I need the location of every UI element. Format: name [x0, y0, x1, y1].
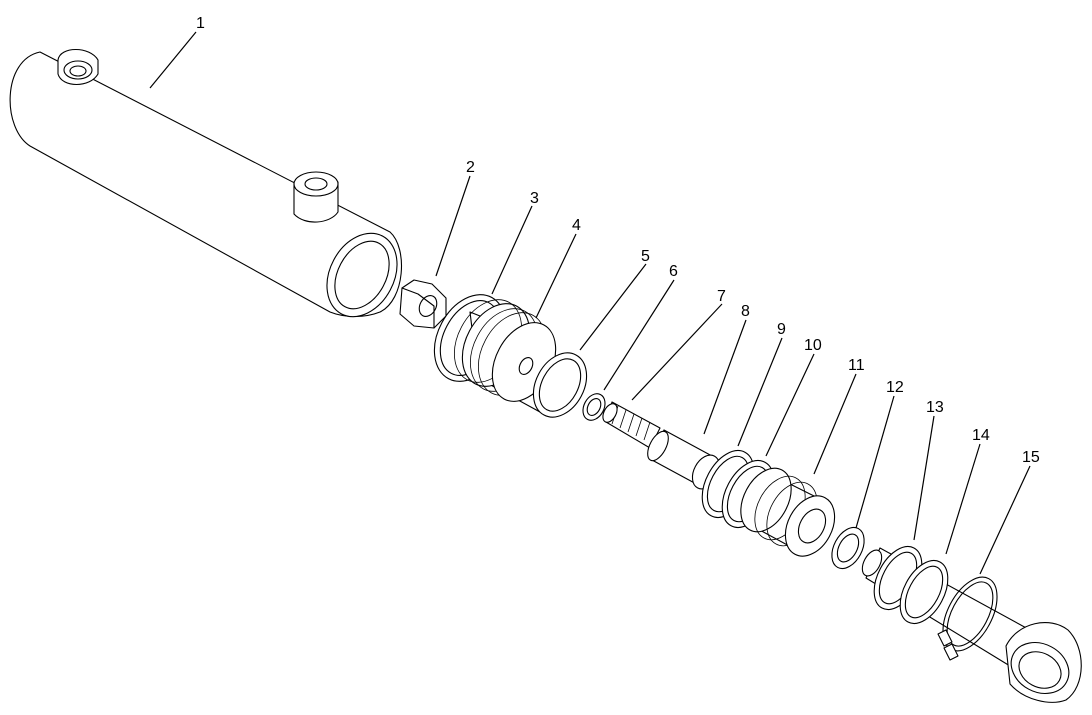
part-5-ring — [532, 352, 588, 418]
leader-6 — [603, 279, 675, 391]
callout-9: 9 — [777, 321, 786, 338]
leader-13 — [913, 415, 935, 541]
leader-8 — [703, 319, 747, 435]
callout-6: 6 — [669, 263, 678, 280]
callout-8: 8 — [741, 303, 750, 320]
part-15-snap-ring — [937, 576, 998, 661]
part-12-wiper — [831, 526, 865, 570]
leader-1 — [149, 31, 197, 89]
leader-9 — [737, 337, 783, 447]
callout-10: 10 — [804, 337, 822, 354]
leader-5 — [579, 263, 647, 351]
leader-3 — [491, 205, 533, 295]
part-14-ring — [899, 559, 949, 625]
part-6-o-ring — [582, 393, 606, 421]
callout-11: 11 — [848, 357, 865, 374]
callout-3: 3 — [530, 190, 539, 207]
leader-7 — [631, 303, 723, 401]
leader-4 — [535, 233, 577, 319]
leader-15 — [979, 465, 1031, 575]
callout-labels: 1 2 3 4 5 6 7 8 9 10 11 12 13 14 15 — [196, 15, 1040, 466]
leader-10 — [765, 353, 815, 457]
part-1-cylinder-barrel — [9, 48, 402, 318]
leader-12 — [855, 395, 895, 529]
rod-eye — [1005, 622, 1082, 703]
callout-15: 15 — [1022, 449, 1040, 466]
leader-lines — [149, 31, 1031, 575]
leader-2 — [435, 175, 471, 277]
callout-12: 12 — [886, 379, 904, 396]
callout-13: 13 — [926, 399, 944, 416]
callout-5: 5 — [641, 248, 650, 265]
callout-7: 7 — [717, 288, 726, 305]
part-11-gland — [740, 467, 836, 557]
leader-14 — [945, 443, 981, 555]
callout-2: 2 — [466, 159, 475, 176]
callout-1: 1 — [196, 15, 205, 32]
callout-14: 14 — [972, 427, 990, 444]
leader-11 — [813, 373, 857, 475]
part-2-nut — [399, 279, 447, 329]
callout-4: 4 — [572, 217, 581, 234]
